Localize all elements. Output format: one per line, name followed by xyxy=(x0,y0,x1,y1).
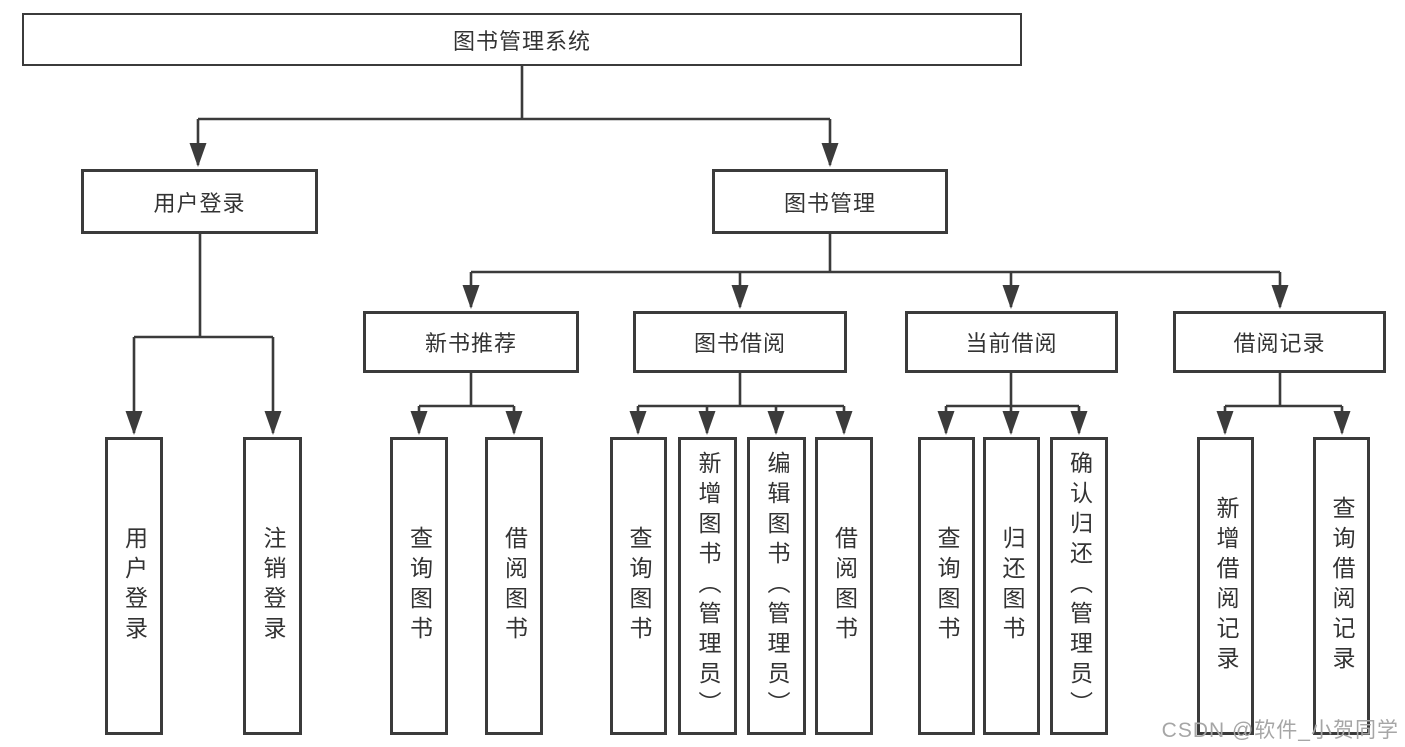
node-new-book-recommend: 新书推荐 xyxy=(363,311,579,373)
connector-user-login-split xyxy=(134,234,273,339)
node-user-login: 用户登录 xyxy=(81,169,318,234)
leaf-edit-book-admin: 编辑图书（管理员） xyxy=(747,437,806,735)
node-label: 用户登录 xyxy=(153,190,246,216)
leaf-query-books-borrow: 查询图书 xyxy=(610,437,667,735)
connector-root-split xyxy=(198,66,830,121)
node-label: 图书管理系统 xyxy=(452,28,591,54)
connector-current-borrow-split xyxy=(946,373,1079,408)
node-borrow-records: 借阅记录 xyxy=(1173,311,1386,373)
leaf-label: 编辑图书（管理员） xyxy=(764,451,790,721)
leaf-label: 查询图书 xyxy=(934,526,960,646)
leaf-label: 查询图书 xyxy=(626,526,652,646)
leaf-add-borrow-record: 新增借阅记录 xyxy=(1197,437,1254,735)
leaf-label: 新增图书（管理员） xyxy=(695,451,721,721)
csdn-watermark: CSDN @软件_小贺同学 xyxy=(1161,719,1399,742)
leaf-user-login: 用户登录 xyxy=(105,437,163,735)
node-book-borrow: 图书借阅 xyxy=(633,311,847,373)
connector-borrow-records-split xyxy=(1225,373,1342,408)
leaf-label: 注销登录 xyxy=(260,526,286,646)
leaf-label: 新增借阅记录 xyxy=(1213,496,1239,676)
connector-book-borrow-split xyxy=(638,373,844,408)
leaf-label: 确认归还（管理员） xyxy=(1066,451,1093,721)
leaf-label: 用户登录 xyxy=(121,526,148,646)
node-current-borrow: 当前借阅 xyxy=(905,311,1118,373)
leaf-query-books-current: 查询图书 xyxy=(918,437,975,735)
leaf-label: 借阅图书 xyxy=(501,526,528,646)
leaf-label: 归还图书 xyxy=(999,526,1025,646)
leaf-borrow-books-recommend: 借阅图书 xyxy=(485,437,543,735)
node-label: 图书借阅 xyxy=(693,331,786,356)
connector-new-book-split xyxy=(419,373,514,408)
leaf-label: 查询借阅记录 xyxy=(1329,496,1355,676)
node-label: 借阅记录 xyxy=(1233,331,1326,356)
leaf-query-borrow-record: 查询借阅记录 xyxy=(1313,437,1370,735)
node-label: 图书管理 xyxy=(783,190,876,216)
node-label: 当前借阅 xyxy=(965,331,1058,356)
leaf-return-book: 归还图书 xyxy=(983,437,1040,735)
leaf-label: 借阅图书 xyxy=(831,526,858,646)
leaf-confirm-return-admin: 确认归还（管理员） xyxy=(1050,437,1108,735)
node-label: 新书推荐 xyxy=(424,331,517,356)
connector-book-management-split xyxy=(471,234,1280,274)
leaf-label: 查询图书 xyxy=(406,526,433,646)
node-library-management-system: 图书管理系统 xyxy=(22,13,1022,66)
node-book-management: 图书管理 xyxy=(712,169,948,234)
leaf-logout: 注销登录 xyxy=(243,437,302,735)
leaf-query-books-recommend: 查询图书 xyxy=(390,437,448,735)
leaf-add-book-admin: 新增图书（管理员） xyxy=(678,437,737,735)
leaf-borrow-books: 借阅图书 xyxy=(815,437,873,735)
